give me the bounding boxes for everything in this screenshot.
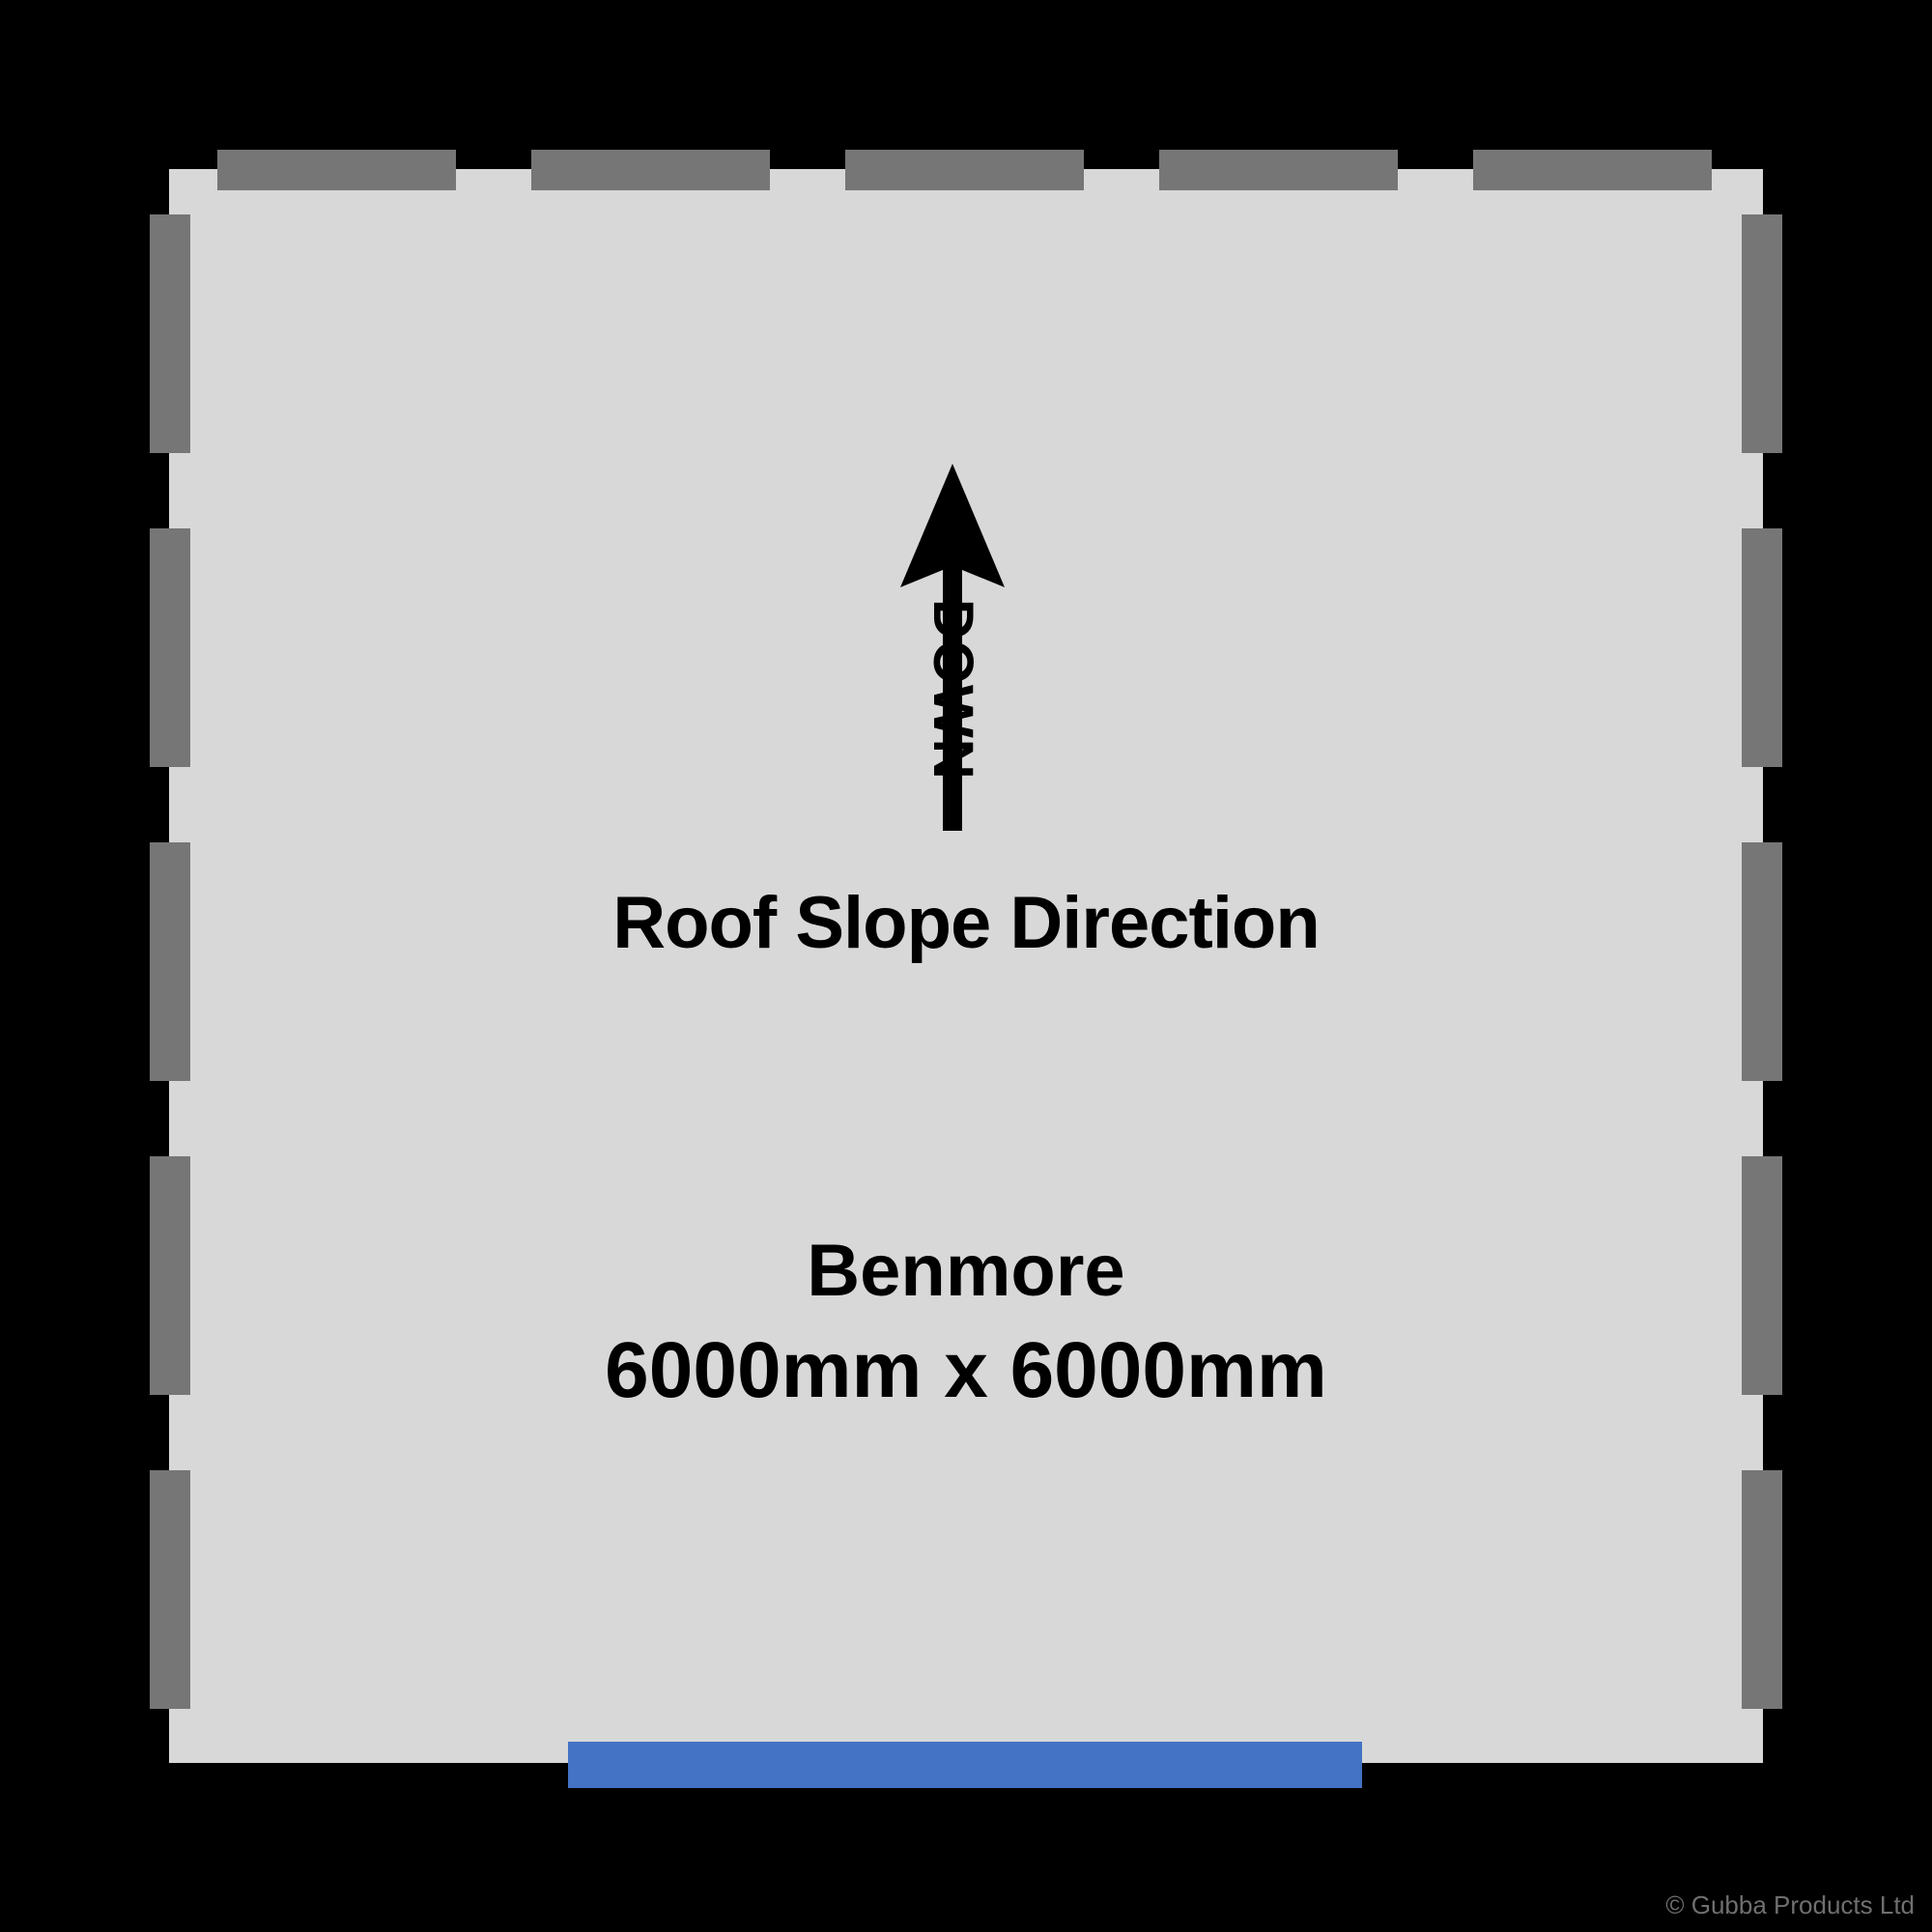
panel-tab-left-2 (150, 528, 190, 767)
arrow-down-label: DOWN (922, 599, 984, 781)
product-size-label: 6000mm x 6000mm (605, 1326, 1327, 1414)
panel-tab-top-4 (1159, 150, 1398, 190)
panel-tab-right-4 (1742, 1156, 1782, 1395)
roof-panel-body (169, 169, 1763, 1763)
panel-tab-top-3 (845, 150, 1084, 190)
panel-tab-right-1 (1742, 214, 1782, 453)
panel-tab-left-4 (150, 1156, 190, 1395)
roof-slope-arrow-icon (898, 464, 1014, 831)
panel-tab-right-2 (1742, 528, 1782, 767)
product-name-label: Benmore (807, 1230, 1125, 1312)
panel-tab-left-5 (150, 1470, 190, 1709)
panel-tab-top-2 (531, 150, 770, 190)
panel-tab-right-3 (1742, 842, 1782, 1081)
panel-tab-right-5 (1742, 1470, 1782, 1709)
panel-tab-left-1 (150, 214, 190, 453)
copyright-notice: © Gubba Products Ltd (1665, 1890, 1915, 1919)
ridge-accent-bar (568, 1742, 1362, 1788)
roof-slope-direction-title: Roof Slope Direction (612, 882, 1321, 964)
panel-tab-top-5 (1473, 150, 1712, 190)
panel-tab-left-3 (150, 842, 190, 1081)
panel-tab-top-1 (217, 150, 456, 190)
